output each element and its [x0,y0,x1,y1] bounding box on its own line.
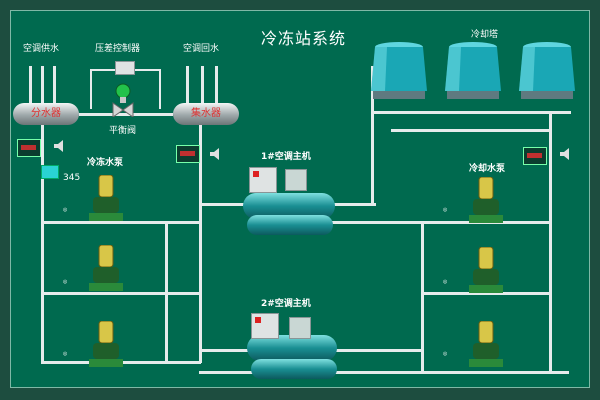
page-title: 冷冻站系统 [261,29,347,48]
chilled-pump-label: 冷冻水泵 [87,158,124,168]
chilled-pump-1[interactable] [85,175,127,227]
pipe [421,223,424,373]
pipe [331,203,376,206]
pipe [53,66,56,111]
cooling-pump-2[interactable] [465,247,507,299]
chiller-1[interactable] [247,215,333,235]
pressure-controller-label: 压差控制器 [95,44,141,54]
gauge-icon: ◎ [63,207,68,213]
chiller-2[interactable] [247,335,337,361]
alarm-indicator[interactable] [176,145,200,163]
scada-panel: 冷冻站系统 空调供水 压差控制器 空调回水 冷却塔 分水器 集水器 [10,10,590,388]
gauge-icon: ◎ [63,279,68,285]
speaker-icon[interactable] [559,147,573,161]
chilled-pump-3[interactable] [85,321,127,373]
pipe [201,66,204,111]
pipe [371,66,374,206]
cooling-pump-1[interactable] [465,177,507,229]
supply-water-label: 空调供水 [23,44,60,54]
cooling-tower-3[interactable] [515,41,579,101]
pipe [199,203,249,206]
pipe [165,221,168,363]
pipe [159,69,161,109]
pipe [199,371,569,374]
monitor-icon[interactable] [41,165,59,179]
chiller-2-panel[interactable] [251,313,279,339]
cooling-pump-label: 冷却水泵 [469,164,506,174]
balance-valve-icon[interactable] [111,83,135,117]
pressure-controller-device[interactable] [115,61,135,75]
collector-label: 集水器 [191,108,221,119]
pipe [41,221,201,224]
chiller-1-label: 1#空调主机 [261,152,311,162]
speaker-icon[interactable] [209,147,223,161]
gauge-icon: ◎ [443,351,448,357]
distributor-label: 分水器 [31,108,61,119]
gauge-icon: ◎ [443,279,448,285]
alarm-indicator[interactable] [523,147,547,165]
pipe [421,292,551,295]
gauge-icon: ◎ [63,351,68,357]
pipe [333,349,423,352]
collector-header[interactable]: 集水器 [173,103,239,125]
chiller-2-display[interactable] [289,317,311,339]
cooling-tower-2[interactable] [441,41,505,101]
pipe [371,111,571,114]
gauge-icon: ◎ [443,207,448,213]
pipe [41,292,201,295]
pipe [186,66,189,111]
return-water-label: 空调回水 [183,44,220,54]
pipe [29,66,32,111]
chiller-1[interactable] [243,193,335,219]
pipe [41,121,44,363]
chiller-1-panel[interactable] [249,167,277,193]
pipe [41,66,44,111]
balance-valve-label: 平衡阀 [109,126,137,136]
cooling-tower-1[interactable] [367,41,431,101]
pipe [79,113,173,116]
alarm-indicator[interactable] [17,139,41,157]
distributor-header[interactable]: 分水器 [13,103,79,125]
sensor-value: 345 [63,173,81,183]
pipe [90,69,92,109]
cooling-pump-3[interactable] [465,321,507,373]
pipe [199,121,202,363]
pipe [199,349,249,352]
chiller-1-display[interactable] [285,169,307,191]
chilled-pump-2[interactable] [85,245,127,297]
cooling-tower-label: 冷却塔 [471,30,499,40]
speaker-icon[interactable] [53,139,67,153]
pipe [215,66,218,111]
chiller-2-label: 2#空调主机 [261,299,311,309]
chiller-2[interactable] [251,359,337,379]
pipe [549,111,552,373]
pipe [331,221,551,224]
pipe [391,129,551,132]
